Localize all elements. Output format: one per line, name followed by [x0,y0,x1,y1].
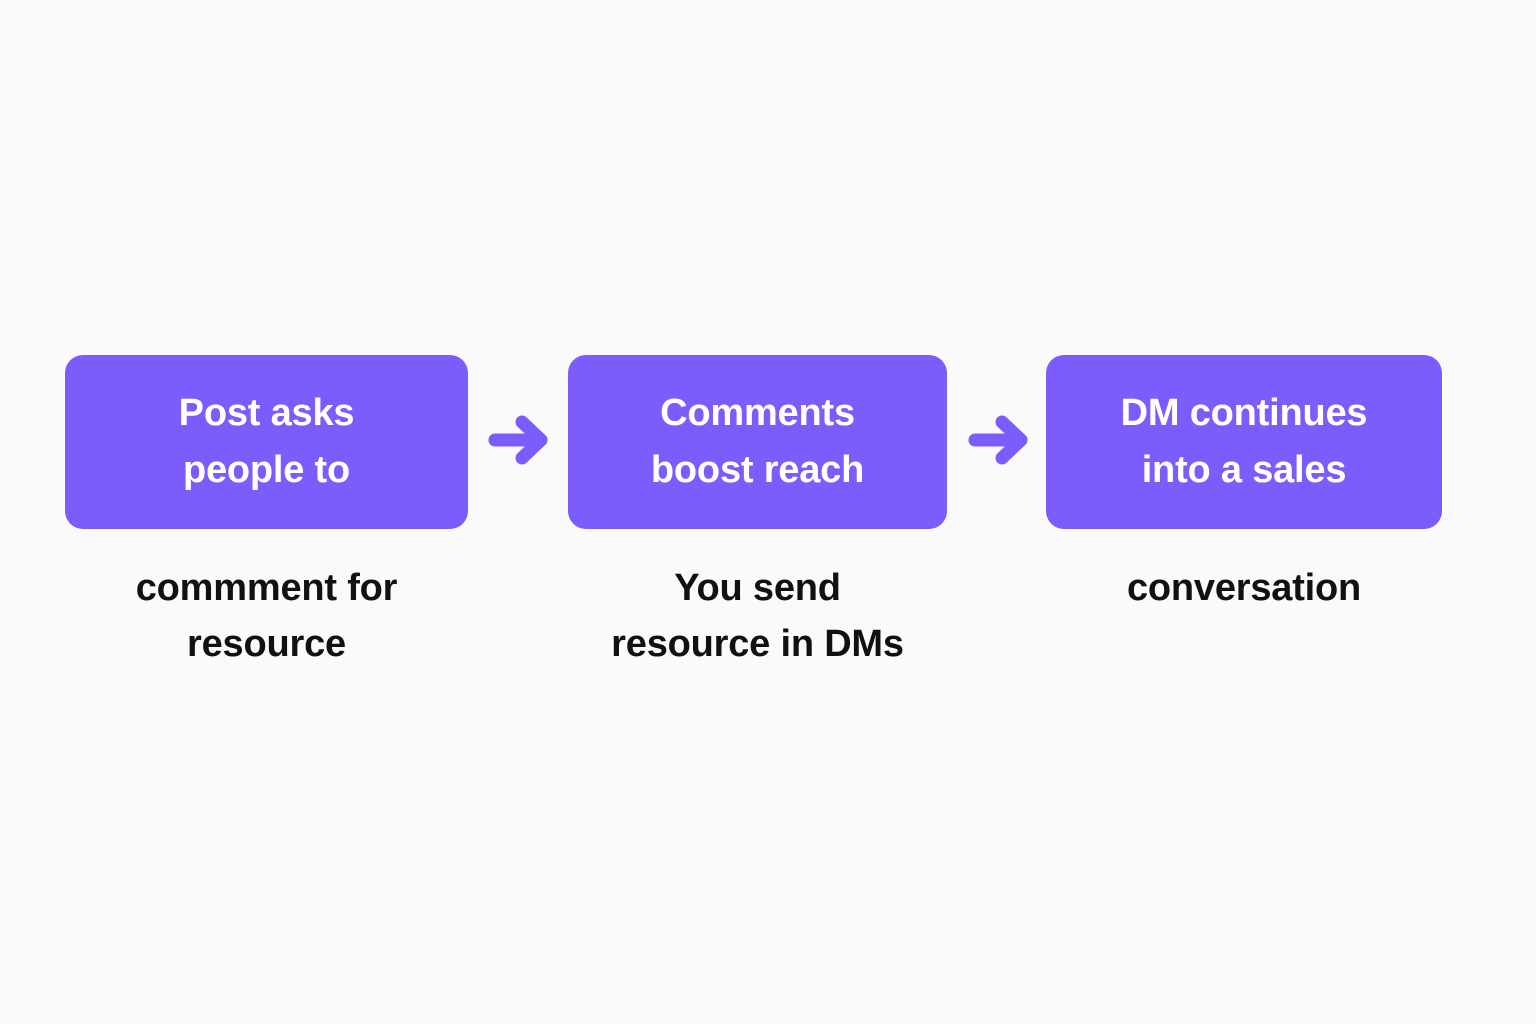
flow-step-1-caption: commment for resource [135,567,398,665]
flow-row: Post asks people to Comments boost reach… [0,355,1536,529]
flow-step-1[interactable]: Post asks people to [65,355,468,529]
flow-step-2-label: Comments boost reach [650,392,865,491]
arrow-right-icon [488,410,550,470]
flow-step-3-caption: conversation [1126,567,1362,609]
flow-step-2[interactable]: Comments boost reach [568,355,947,529]
flow-step-1-label: Post asks people to [178,392,355,491]
flow-step-3-label: DM continues into a sales [1120,392,1368,491]
flow-step-2-caption: You send resource in DMs [611,567,904,665]
flow-step-3[interactable]: DM continues into a sales [1046,355,1442,529]
arrow-right-icon [968,410,1030,470]
